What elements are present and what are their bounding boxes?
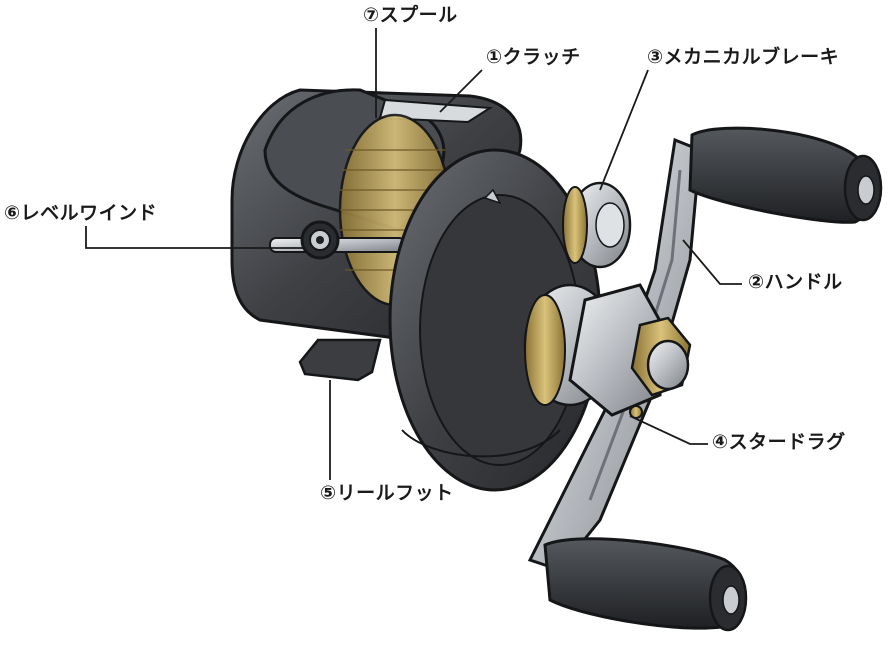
- label-level-wind: ⑥レベルワインド: [4, 202, 158, 224]
- leader-clutch: [439, 69, 483, 113]
- leader-level-wind: [85, 226, 305, 249]
- leader-brake: [599, 69, 649, 191]
- label-clutch: ①クラッチ: [486, 46, 581, 68]
- mechanical-brake-knob: [562, 181, 632, 269]
- label-star-drag: ④スタードラグ: [712, 431, 846, 453]
- reel-foot: [298, 338, 382, 382]
- label-handle: ②ハンドル: [748, 271, 843, 293]
- leader-star-drag: [629, 415, 708, 445]
- label-mechanical-brake: ③メカニカルブレーキ: [647, 46, 840, 68]
- handle-nut: [646, 339, 690, 391]
- handle-knob-bottom: [543, 537, 748, 632]
- label-spool: ⑦スプール: [363, 4, 458, 26]
- leader-handle: [682, 239, 742, 285]
- handle-knob-top: [688, 126, 883, 224]
- label-reel-foot: ⑤リールフット: [320, 482, 454, 504]
